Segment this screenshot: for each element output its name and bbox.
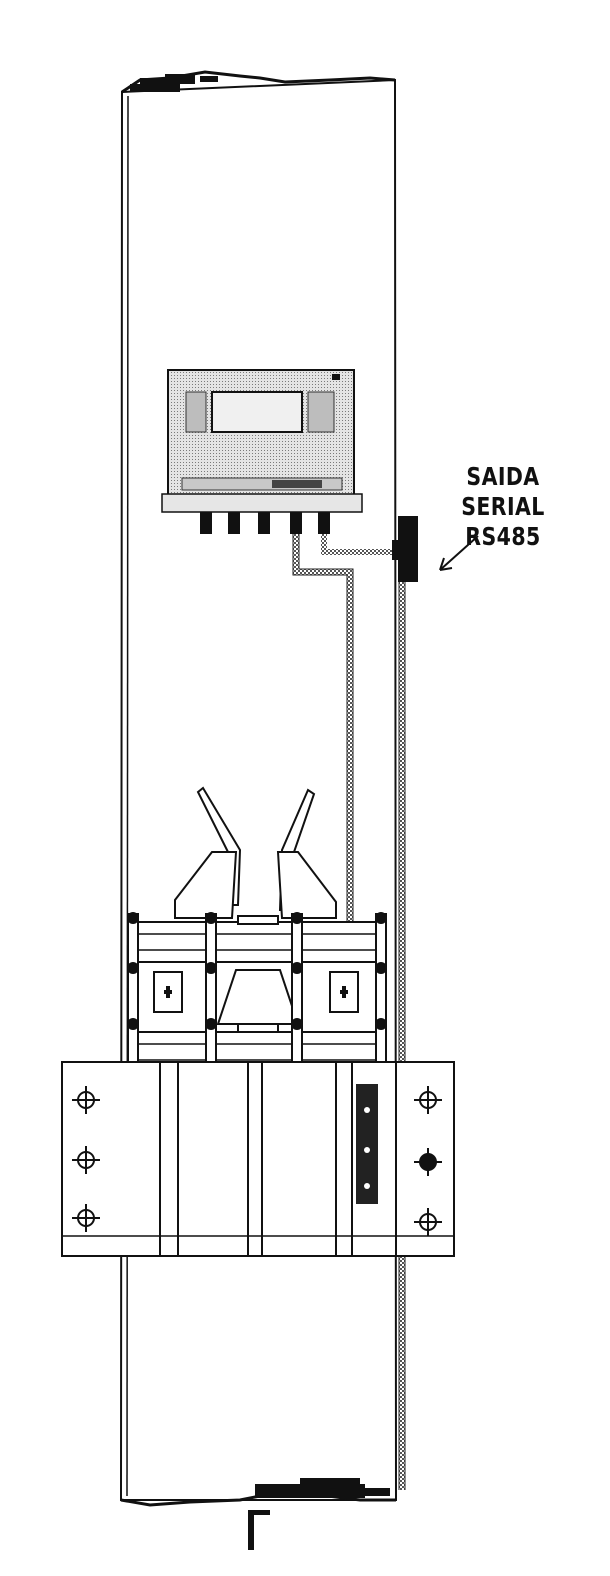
cable-strap	[356, 1084, 378, 1204]
bracket-holes	[72, 1086, 442, 1236]
serial-output-label-line2: RS485	[465, 522, 541, 551]
signal-cables	[293, 534, 405, 1490]
pipe-body	[119, 70, 398, 1507]
pipe-top-cap	[130, 74, 218, 92]
serial-output-label: SAIDA SERIAL RS485	[433, 462, 572, 552]
serial-output-label-line1: SAIDA SERIAL	[461, 462, 545, 521]
serial-connector	[392, 516, 418, 582]
mounting-bracket	[61, 1061, 455, 1257]
pipe-bottom-cap	[248, 1478, 390, 1550]
transmitter-box	[161, 369, 363, 534]
callout-arrow	[439, 535, 479, 571]
